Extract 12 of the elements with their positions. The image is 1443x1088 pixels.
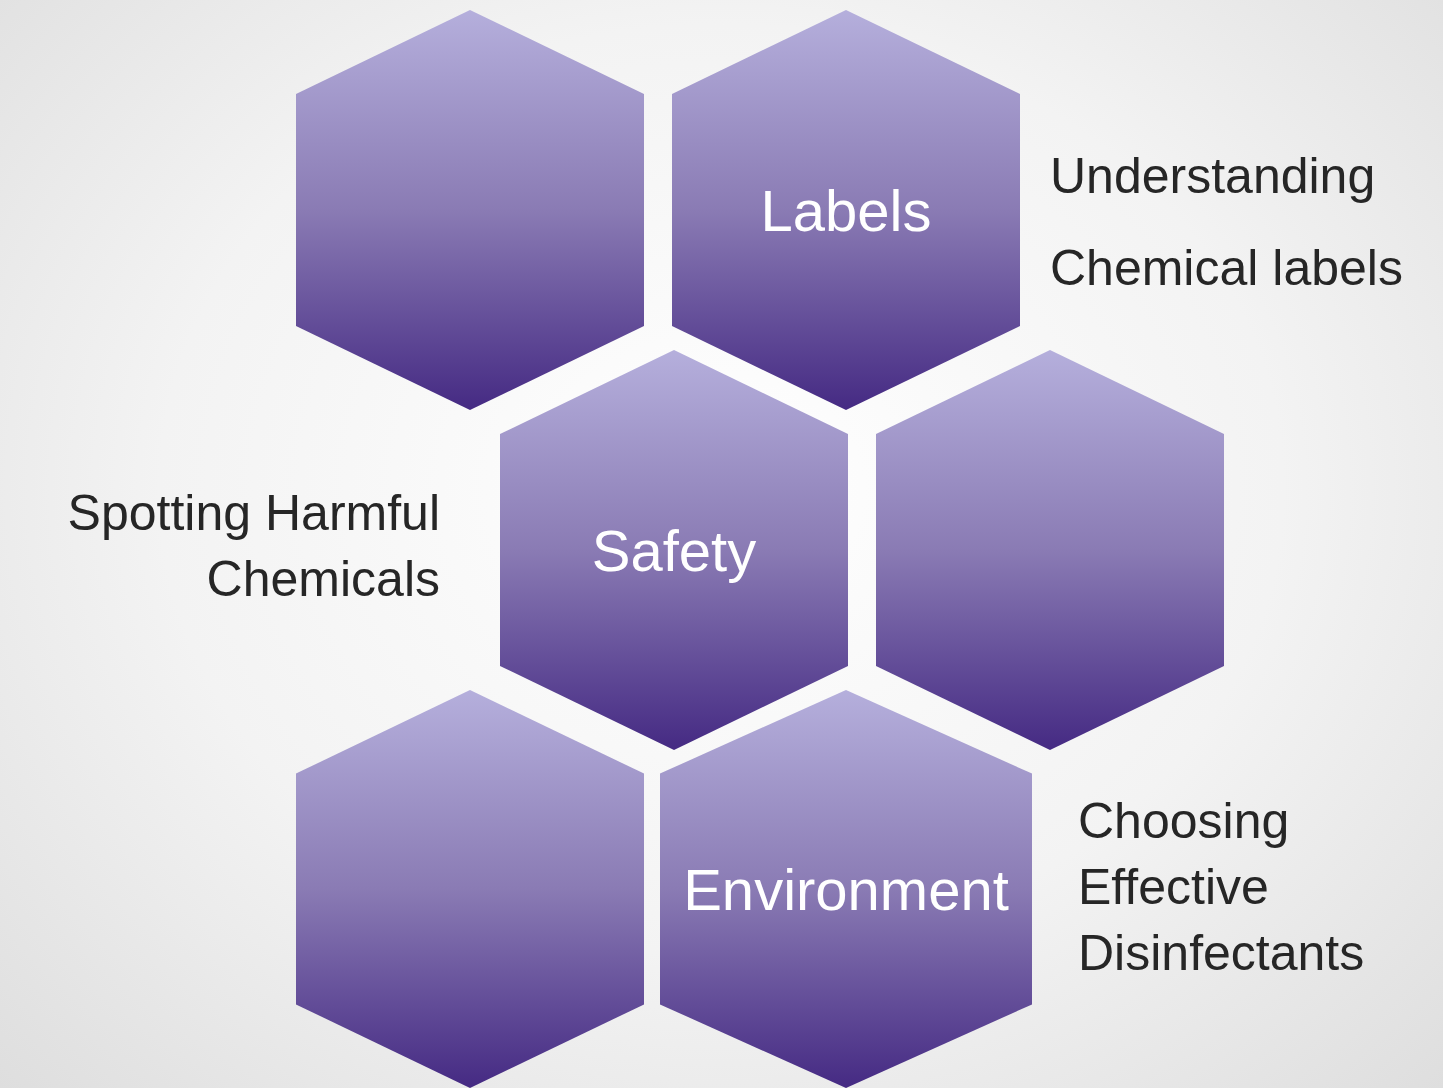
hexagon-node — [296, 690, 644, 1088]
hexagon-node — [876, 350, 1224, 750]
node-title: Environment — [682, 855, 1010, 923]
hexagon-node — [500, 350, 848, 750]
node-title: Labels — [759, 176, 933, 244]
hexagon-node — [660, 690, 1032, 1088]
side-caption: Understanding Chemical labels — [1050, 147, 1404, 298]
side-caption: Choosing Effective Disinfectants — [1078, 792, 1366, 983]
hexagon-node — [672, 10, 1020, 410]
node-title: Safety — [590, 516, 758, 584]
side-caption: Spotting Harmful Chemicals — [66, 484, 440, 609]
hexagon-node — [296, 10, 644, 410]
